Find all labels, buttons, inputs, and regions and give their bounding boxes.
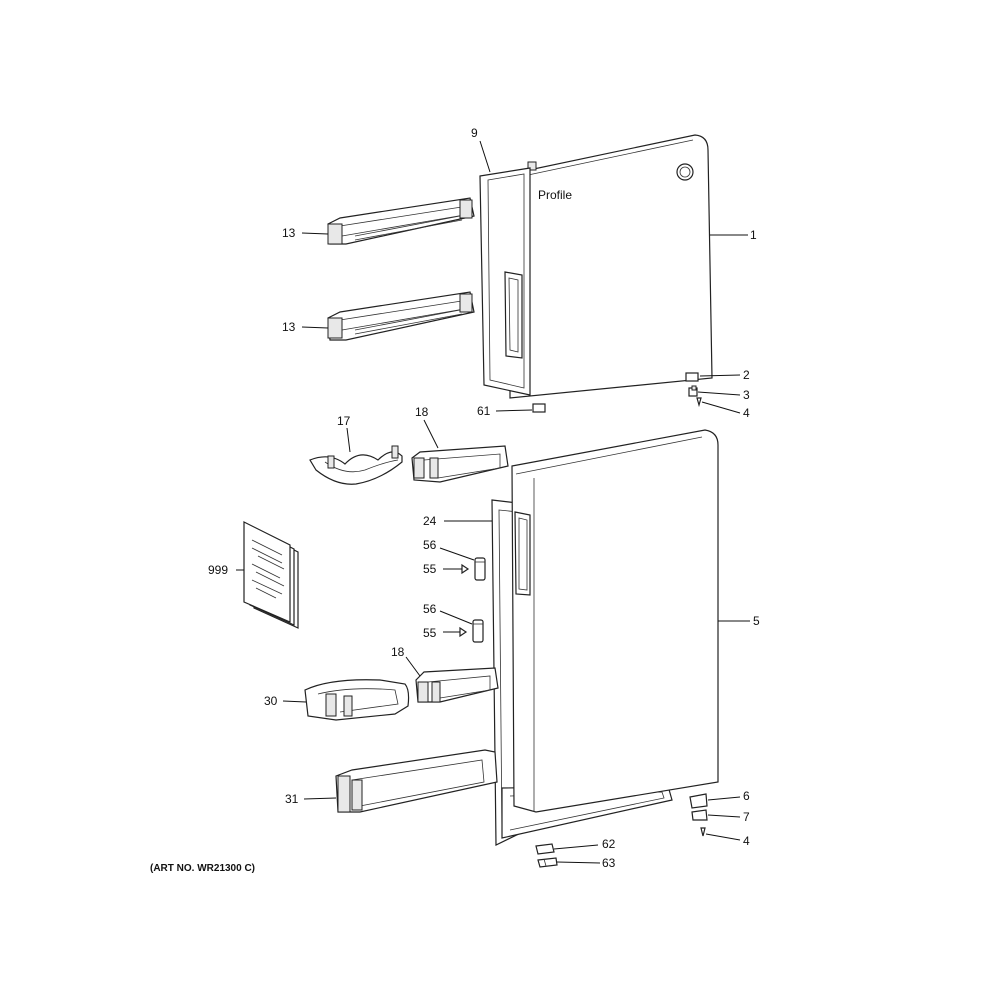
door-bin-30 [304, 679, 410, 721]
callout-7: 7 [743, 810, 750, 824]
door-bin-31 [335, 749, 498, 813]
callout-4-lower: 4 [743, 834, 750, 848]
door-bin-lower [415, 667, 499, 703]
callout-999: 999 [208, 563, 228, 577]
callout-31: 31 [285, 792, 299, 806]
hinge-part-6 [689, 793, 708, 809]
callout-62: 62 [602, 837, 616, 851]
callout-56-lower: 56 [423, 602, 437, 616]
freezer-door: Profile [509, 134, 713, 399]
brand-mark: Profile [538, 188, 572, 202]
freezer-door-gasket [479, 167, 531, 396]
freezer-door-shelf-lower [327, 291, 475, 341]
freezer-door-shelf-upper [327, 197, 475, 245]
callout-55-lower: 55 [423, 626, 437, 640]
callout-5: 5 [753, 614, 760, 628]
hinge-part-2 [685, 372, 699, 382]
callout-30: 30 [264, 694, 278, 708]
callout-55-upper: 55 [423, 562, 437, 576]
door-stop-62 [535, 843, 555, 855]
ge-logo-icon [676, 163, 694, 181]
wine-rack [309, 445, 403, 485]
hinge-cap-61 [532, 403, 546, 413]
callout-9: 9 [471, 126, 478, 140]
callout-13-upper: 13 [282, 226, 296, 240]
hinge-pin-lower [459, 626, 468, 638]
callout-13-lower: 13 [282, 320, 296, 334]
owners-manual [243, 521, 299, 629]
callout-18-lower: 18 [391, 645, 405, 659]
hinge-part-7 [691, 809, 708, 821]
callout-4-upper: 4 [743, 406, 750, 420]
callout-63: 63 [602, 856, 616, 870]
callout-56-upper: 56 [423, 538, 437, 552]
callout-61: 61 [477, 404, 491, 418]
callout-18-upper: 18 [415, 405, 429, 419]
callout-24: 24 [423, 514, 437, 528]
hinge-part-3 [688, 385, 698, 397]
art-number: (ART NO. WR21300 C) [150, 863, 255, 874]
screw-4-upper [696, 397, 702, 408]
hinge-bushing-upper [474, 557, 486, 581]
callout-17: 17 [337, 414, 351, 428]
callout-6: 6 [743, 789, 750, 803]
screw-4-lower [700, 827, 706, 837]
callout-1: 1 [750, 228, 757, 242]
callout-2: 2 [743, 368, 750, 382]
callout-3: 3 [743, 388, 750, 402]
hinge-bushing-lower [472, 619, 484, 643]
door-stop-63 [537, 857, 558, 868]
hinge-pin-upper [461, 563, 470, 575]
door-bin-upper [411, 445, 509, 483]
fresh-food-door [511, 429, 719, 813]
leader-lines [236, 140, 750, 864]
